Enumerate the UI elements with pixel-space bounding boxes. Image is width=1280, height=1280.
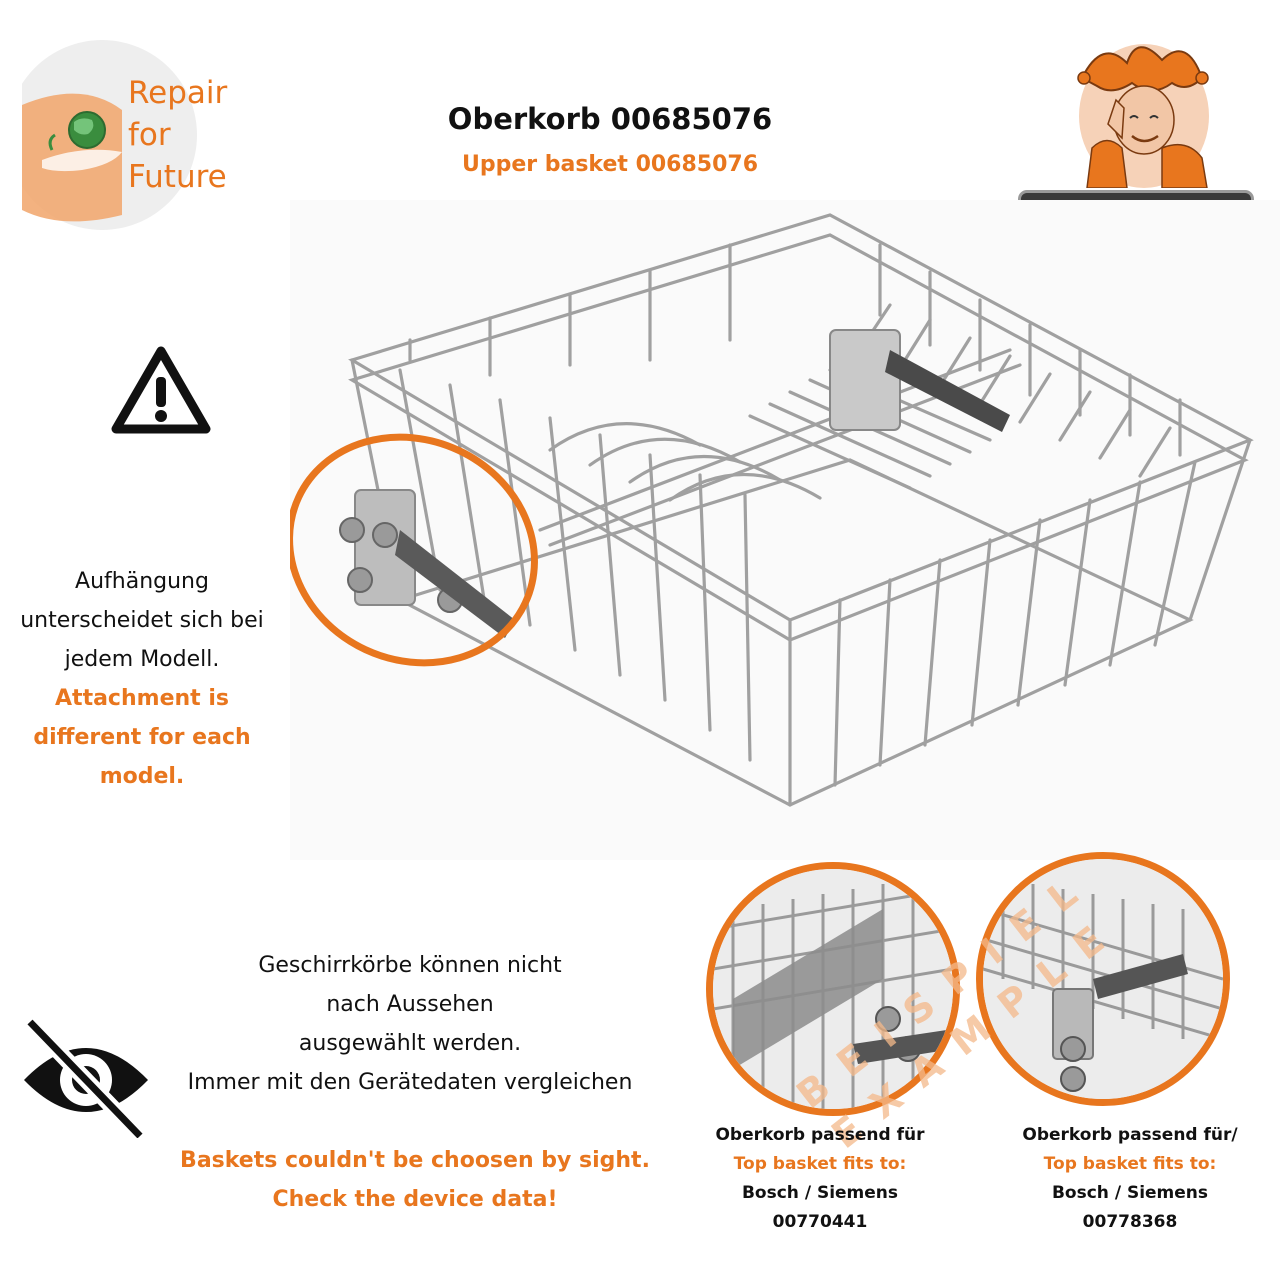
caption-b-line-2: Top basket fits to:: [1043, 1154, 1217, 1174]
note-de-line-1: Aufhängung: [75, 569, 209, 594]
logo-line-1: Repair: [128, 75, 228, 111]
note-en-line-1: Attachment is: [55, 686, 229, 711]
caption-a-line-2: Top basket fits to:: [733, 1154, 907, 1174]
warning-en-line-1: Baskets couldn't be choosen by sight.: [180, 1148, 650, 1173]
example-image-bosch-00770441: [706, 862, 960, 1116]
logo-line-2: for: [128, 117, 171, 153]
upper-basket-image: [286, 200, 1280, 860]
warning-icon: [110, 345, 212, 437]
caption-a-line-1: Oberkorb passend für: [715, 1125, 925, 1145]
warning-de-line-3: ausgewählt werden.: [298, 1031, 522, 1056]
eye-crossed-icon: [16, 1016, 156, 1142]
warning-de-line-4: Immer mit den Gerätedaten vergleichen: [187, 1070, 633, 1095]
warning-de-line-2: nach Aussehen: [326, 992, 494, 1017]
note-de-line-3: jedem Modell.: [64, 647, 220, 672]
jester-icon: [1077, 44, 1209, 189]
example-caption-b: Oberkorb passend für/ Top basket fits to…: [1010, 1121, 1250, 1237]
caption-a-line-4: 00770441: [772, 1212, 868, 1232]
caption-b-line-1: Oberkorb passend für/: [1022, 1125, 1238, 1145]
note-en-line-3: model.: [99, 764, 185, 789]
note-de-line-2: unterscheidet sich bei: [20, 608, 264, 633]
logo-line-3: Future: [128, 159, 227, 195]
caption-a-line-3: Bosch / Siemens: [741, 1183, 899, 1203]
page-subtitle: Upper basket 00685076: [461, 152, 759, 177]
caption-b-line-4: 00778368: [1082, 1212, 1178, 1232]
note-en-line-2: different for each: [33, 725, 251, 750]
attachment-highlight: [286, 433, 538, 667]
repair-for-future-logo: Repair for Future: [7, 40, 262, 230]
attachment-note: Aufhängung unterscheidet sich bei jedem …: [10, 562, 274, 796]
warning-en-line-2: Check the device data!: [272, 1187, 558, 1212]
page-title: Oberkorb 00685076: [447, 102, 773, 136]
selection-warning: Geschirrkörbe können nicht nach Aussehen…: [150, 946, 670, 1102]
caption-b-line-3: Bosch / Siemens: [1051, 1183, 1209, 1203]
example-image-bosch-00778368: [976, 852, 1230, 1106]
warning-de-line-1: Geschirrkörbe können nicht: [258, 953, 562, 978]
example-caption-a: Oberkorb passend für Top basket fits to:…: [700, 1121, 940, 1237]
selection-warning-en: Baskets couldn't be choosen by sight. Ch…: [150, 1141, 680, 1219]
globe-hand-icon: [7, 40, 197, 230]
